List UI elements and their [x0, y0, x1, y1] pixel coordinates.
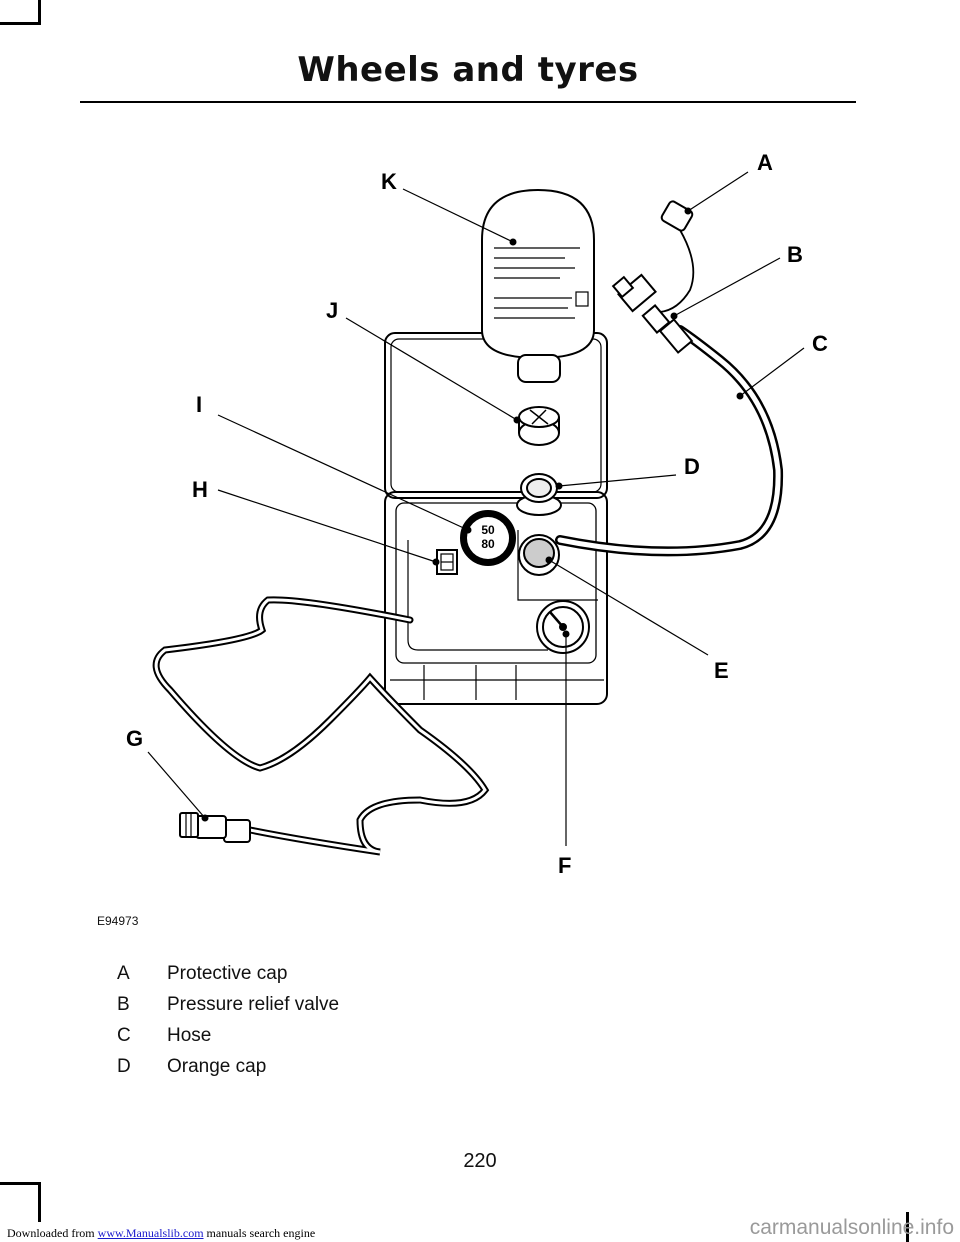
title-rule: [80, 101, 856, 103]
legend: A Protective cap B Pressure relief valve…: [117, 958, 339, 1082]
manualslib-link[interactable]: www.Manualslib.com: [97, 1226, 204, 1240]
speed-label-top: 50: [481, 523, 495, 537]
callout-h: H: [192, 477, 208, 502]
power-cable: [152, 596, 490, 856]
watermark: carmanualsonline.info: [749, 1216, 954, 1239]
callout-d: D: [684, 454, 700, 479]
callout-k: K: [381, 169, 397, 194]
crop-mark-top-left-v: [38, 0, 41, 24]
leader-lines: [147, 171, 805, 846]
page-title: Wheels and tyres: [297, 50, 639, 90]
sealant-bottle: [481, 188, 595, 383]
filler-hose: [555, 325, 784, 557]
callout-f: F: [558, 853, 571, 878]
compressor-connection: [518, 534, 560, 576]
footer-prefix: Downloaded from: [7, 1226, 95, 1240]
speed-label-bottom: 80: [481, 537, 495, 551]
speed-restriction-label: [460, 510, 516, 566]
callout-b: B: [787, 242, 803, 267]
crop-mark-bottom-left-h: [0, 1182, 41, 1185]
bottle-cap: [518, 406, 560, 446]
callout-e: E: [714, 658, 729, 683]
legend-text: Hose: [167, 1024, 212, 1046]
tyre-repair-kit-illustration: 50 80 A B C D E F G H I J K: [126, 150, 828, 878]
callout-a: A: [757, 150, 773, 175]
legend-item: A Protective cap: [117, 958, 339, 989]
legend-text: Pressure relief valve: [167, 993, 340, 1015]
crop-mark-bottom-right-v: [906, 1212, 909, 1242]
page-number: 220: [463, 1150, 497, 1172]
callout-i: I: [196, 392, 202, 417]
callout-g: G: [126, 726, 143, 751]
legend-letter: D: [117, 1055, 131, 1077]
footer-suffix: manuals search engine: [206, 1226, 316, 1240]
legend-text: Orange cap: [167, 1055, 267, 1077]
kit-base: [384, 491, 608, 705]
legend-text: Protective cap: [167, 962, 288, 984]
legend-letter: C: [117, 1024, 131, 1046]
crop-mark-bottom-left-v: [38, 1182, 41, 1222]
orange-cap: [516, 473, 562, 516]
callout-j: J: [326, 298, 338, 323]
legend-letter: B: [117, 993, 130, 1015]
on-off-switch: [436, 549, 458, 575]
pressure-gauge: [536, 600, 590, 654]
figure-code: E94973: [97, 914, 139, 928]
legend-item: D Orange cap: [117, 1051, 339, 1082]
legend-letter: A: [117, 962, 130, 984]
callout-c: C: [812, 331, 828, 356]
kit-lid: [384, 332, 608, 499]
protective-cap: [660, 200, 694, 232]
download-footer: Downloaded from www.Manualslib.com manua…: [7, 1226, 315, 1241]
power-plug: [179, 812, 251, 843]
legend-item: B Pressure relief valve: [117, 989, 339, 1020]
valve-connector: [611, 273, 694, 354]
crop-mark-top-left-h: [0, 22, 41, 25]
callout-dots: [201, 207, 744, 822]
legend-item: C Hose: [117, 1020, 339, 1051]
